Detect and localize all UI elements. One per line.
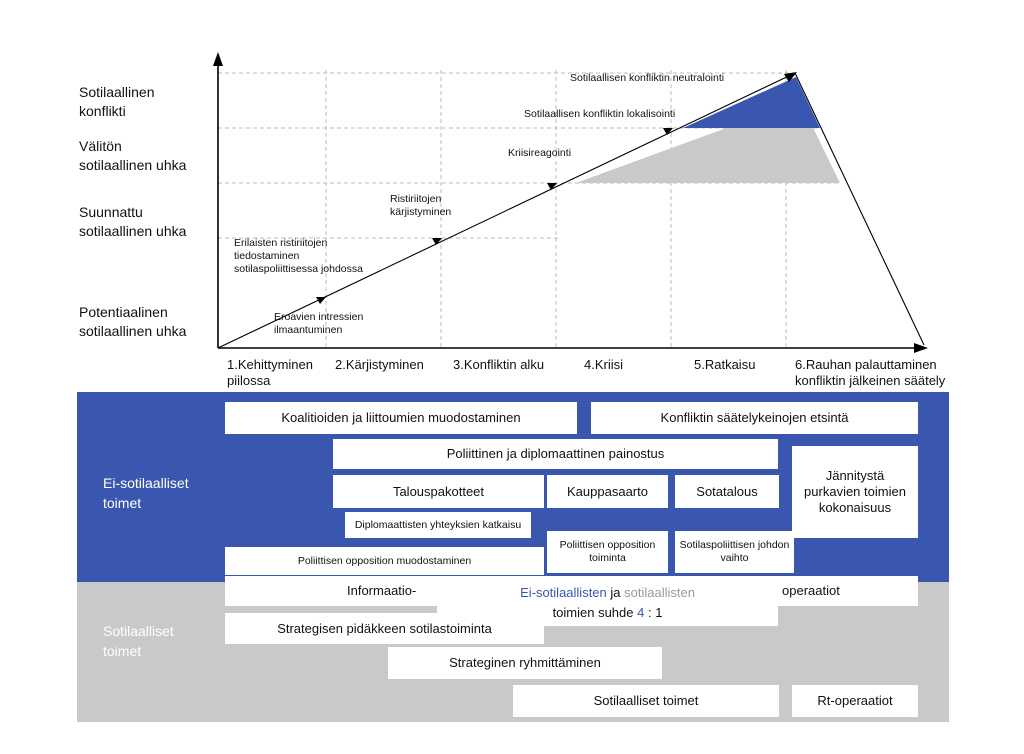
blue-triangle [683,77,820,128]
escalation-line [217,72,796,349]
box-diplomatic-break: Diplomaattisten yhteyksien katkaisu [345,512,531,538]
level-immediate-threat-label: Välitön sotilaallinen uhka [79,138,187,173]
note-crisis-response: Kriisireagointi [508,147,572,159]
phase-6: 6.Rauhan palauttaminen konfliktin jälkei… [795,357,946,388]
level-immediate-threat: Välitön sotilaallinen uhka [79,137,186,175]
level-potential-threat-label: Potentiaalinen sotilaallinen uhka [79,304,187,339]
ratio-and: ja [606,584,625,600]
phase-4: 4.Kriisi [584,357,624,372]
box-opposition-forming: Poliittisen opposition muodostaminen [225,547,544,575]
phase-2: 2.Kärjistyminen [335,357,424,372]
y-axis-arrowhead [213,52,223,66]
escalation-arrowhead [784,72,797,82]
non-military-label: Ei-sotilaalliset toimet [103,475,189,511]
ratio-line-1: Ei-sotilaallisten ja sotilaallisten [520,585,695,601]
level-potential-threat: Potentiaalinen sotilaallinen uhka [79,303,186,341]
phase-3: 3.Konfliktin alku [453,357,545,372]
ratio-military: sotilaallisten [624,584,695,600]
note-escalation: Ristiriitojen kärjistyminen [390,193,452,218]
level-directed-threat-label: Suunnattu sotilaallinen uhka [79,204,187,239]
milestone-arrow [663,128,673,135]
milestone-arrow [316,297,326,304]
box-trade-embargo: Kauppasaarto [547,475,668,508]
x-axis-arrowhead [914,343,928,353]
box-leadership-change: Sotilaspoliittisen johdon vaihto [675,531,794,573]
phase-1: 1.Kehittyminen piilossa [227,357,313,388]
ratio-value-1: : 1 [644,604,663,620]
box-opposition-action: Poliittisen opposition toiminta [547,531,668,573]
escalation-diagram [213,52,928,353]
ratio-line-2: toimien suhde 4 : 1 [553,605,663,621]
note-awareness: Erilaisten ristiriitojen tiedostaminen s… [234,237,363,275]
ratio-prefix: toimien suhde [552,604,638,620]
military-label: Sotilaalliset toimet [103,623,174,659]
level-military-conflict-label: Sotilaallinen konflikti [79,84,155,119]
return-line [794,72,925,346]
box-tension-relief: Jännitystä purkavien toimien kokonaisuus [792,446,918,538]
box-regulation-search: Konfliktin säätelykeinojen etsintä [591,402,918,434]
box-strategic-grouping: Strateginen ryhmittäminen [388,647,662,679]
ratio-value-4: 4 [637,604,645,620]
level-directed-threat: Suunnattu sotilaallinen uhka [79,203,186,241]
note-neutralization: Sotilaallisen konfliktin neutralointi [570,72,725,84]
ratio-non-military: Ei-sotilaallisten [520,584,607,600]
info-ops-part2: operaatiot [782,583,840,598]
box-rt-operations: Rt-operaatiot [792,685,918,717]
box-military-actions: Sotilaalliset toimet [513,685,779,717]
box-war-economy: Sotatalous [675,475,779,508]
note-interests: Eroavien intressien ilmaantuminen [274,311,364,336]
box-coalitions: Koalitioiden ja liittoumien muodostamine… [225,402,577,434]
phase-5: 5.Ratkaisu [694,357,756,372]
note-localization: Sotilaallisen konfliktin lokalisointi [524,108,676,120]
info-ops-part1: Informaatio- [347,583,417,598]
box-strategic-deterrence: Strategisen pidäkkeen sotilastoiminta [225,613,544,644]
box-economic-sanctions: Talouspakotteet [333,475,544,508]
level-military-conflict: Sotilaallinen konflikti [79,83,155,121]
box-political-pressure: Poliittinen ja diplomaattinen painostus [333,439,778,469]
milestone-arrow [547,183,557,190]
milestone-arrow [432,238,442,245]
